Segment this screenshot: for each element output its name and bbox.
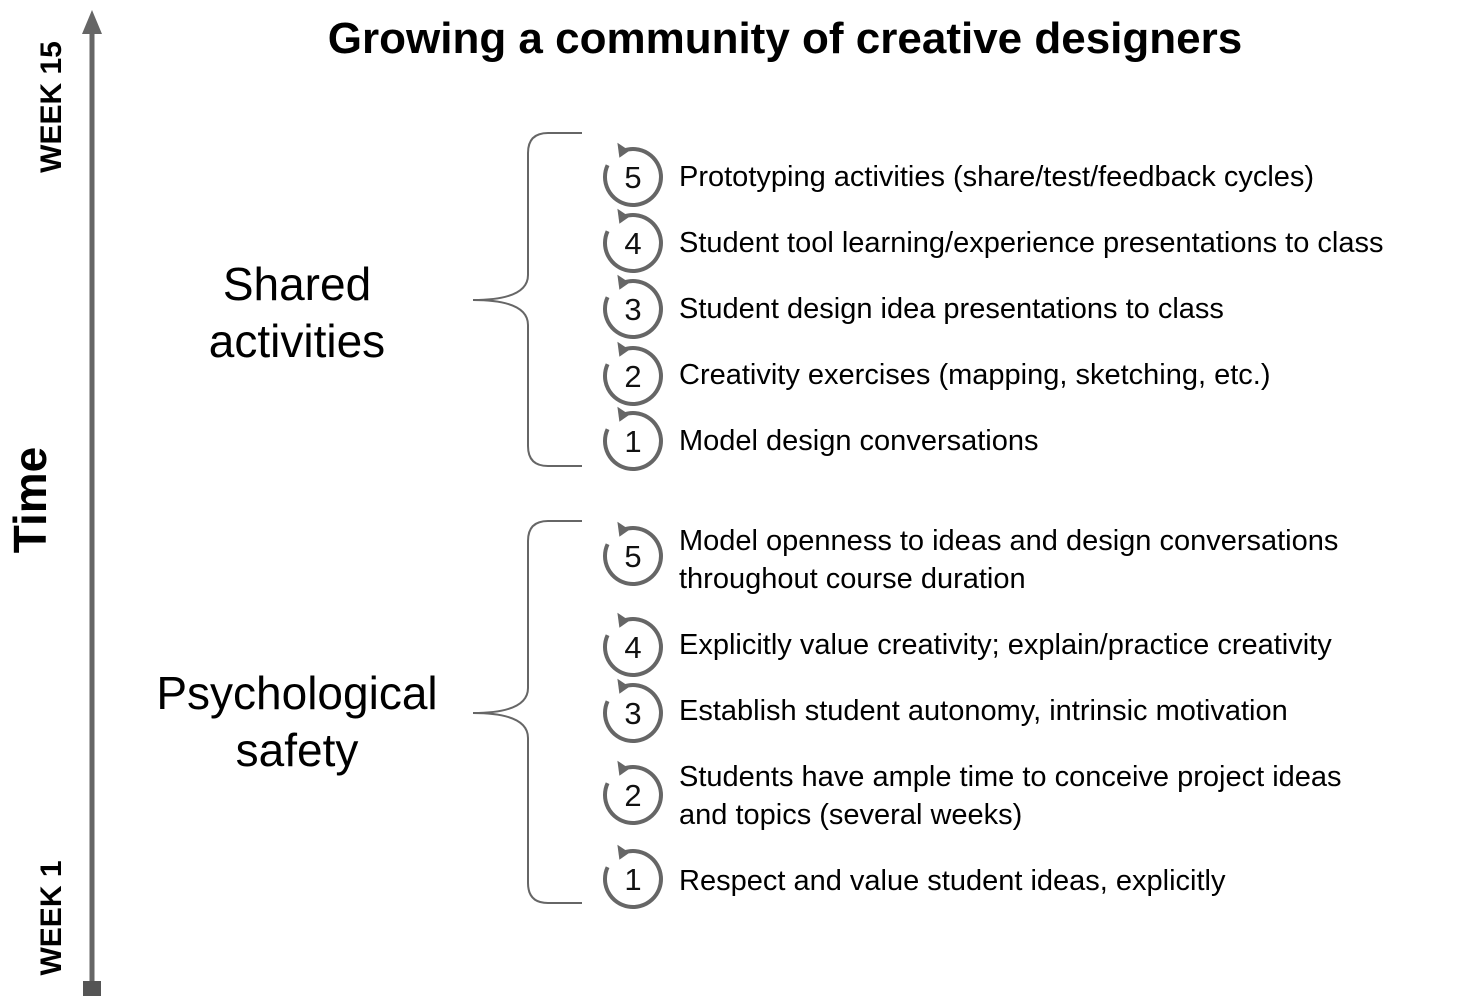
cycle-icon: 2	[603, 341, 663, 406]
time-axis-arrowhead	[82, 10, 102, 34]
cycle-icon: 3	[603, 678, 663, 743]
cycle-icon: 1	[603, 406, 663, 471]
step-number: 1	[624, 862, 641, 897]
psych-item-3-text: Establish student autonomy, intrinsic mo…	[679, 692, 1469, 730]
psych-item-5-text: Model openness to ideas and design conve…	[679, 522, 1469, 598]
axis-top-label: WEEK 15	[35, 41, 68, 173]
shared-item-2-text: Creativity exercises (mapping, sketching…	[679, 356, 1469, 394]
item-line: Establish student autonomy, intrinsic mo…	[679, 695, 1288, 727]
item-line: Prototyping activities (share/test/feedb…	[679, 161, 1315, 193]
item-line: Model openness to ideas and design conve…	[679, 525, 1339, 557]
step-number: 4	[624, 226, 641, 261]
step-number: 2	[624, 359, 641, 394]
psych-item-2-text: Students have ample time to conceive pro…	[679, 758, 1469, 834]
cycle-icon: 4	[603, 208, 663, 273]
group-label-line: Shared	[222, 258, 372, 310]
step-number: 1	[624, 424, 641, 459]
item-line: Creativity exercises (mapping, sketching…	[679, 359, 1271, 391]
item-line: Students have ample time to conceive pro…	[679, 761, 1342, 793]
psych-item-4-text: Explicitly value creativity; explain/pra…	[679, 626, 1469, 664]
step-number: 2	[624, 778, 641, 813]
shared-item-1-text: Model design conversations	[679, 422, 1469, 460]
item-line: Explicitly value creativity; explain/pra…	[679, 629, 1332, 661]
item-line: Respect and value student ideas, explici…	[679, 865, 1226, 897]
group-label-line: activities	[208, 315, 386, 367]
psych-item-1-text: Respect and value student ideas, explici…	[679, 862, 1469, 900]
cycle-icon: 4	[603, 612, 663, 677]
time-axis-base	[83, 981, 101, 996]
group-label-psychological-safety: Psychological safety	[132, 665, 462, 779]
diagram-title: Growing a community of creative designer…	[327, 14, 1243, 63]
shared-item-4-text: Student tool learning/experience present…	[679, 224, 1469, 262]
psychological-safety-brace	[472, 520, 582, 904]
step-number: 5	[624, 160, 641, 195]
step-number: 4	[624, 630, 641, 665]
shared-item-3-text: Student design idea presentations to cla…	[679, 290, 1469, 328]
item-line: Student tool learning/experience present…	[679, 227, 1384, 259]
shared-activities-brace	[472, 132, 582, 467]
step-number: 3	[624, 292, 641, 327]
cycle-icon: 1	[603, 844, 663, 909]
cycle-icon: 5	[603, 142, 663, 207]
item-line: and topics (several weeks)	[679, 799, 1023, 831]
axis-bottom-label: WEEK 1	[35, 860, 68, 976]
item-line: throughout course duration	[679, 563, 1026, 595]
group-label-line: Psychological	[156, 667, 438, 719]
item-line: Student design idea presentations to cla…	[679, 293, 1224, 325]
group-label-shared-activities: Shared activities	[132, 256, 462, 370]
step-icons: 5 4 3 2 1 5 4 3 2 1	[603, 142, 663, 909]
step-number: 5	[624, 539, 641, 574]
cycle-icon: 5	[603, 521, 663, 586]
shared-item-5-text: Prototyping activities (share/test/feedb…	[679, 158, 1469, 196]
axis-label: Time	[4, 446, 56, 554]
cycle-icon: 3	[603, 274, 663, 339]
step-number: 3	[624, 696, 641, 731]
item-line: Model design conversations	[679, 425, 1039, 457]
group-label-line: safety	[235, 724, 359, 776]
cycle-icon: 2	[603, 760, 663, 825]
